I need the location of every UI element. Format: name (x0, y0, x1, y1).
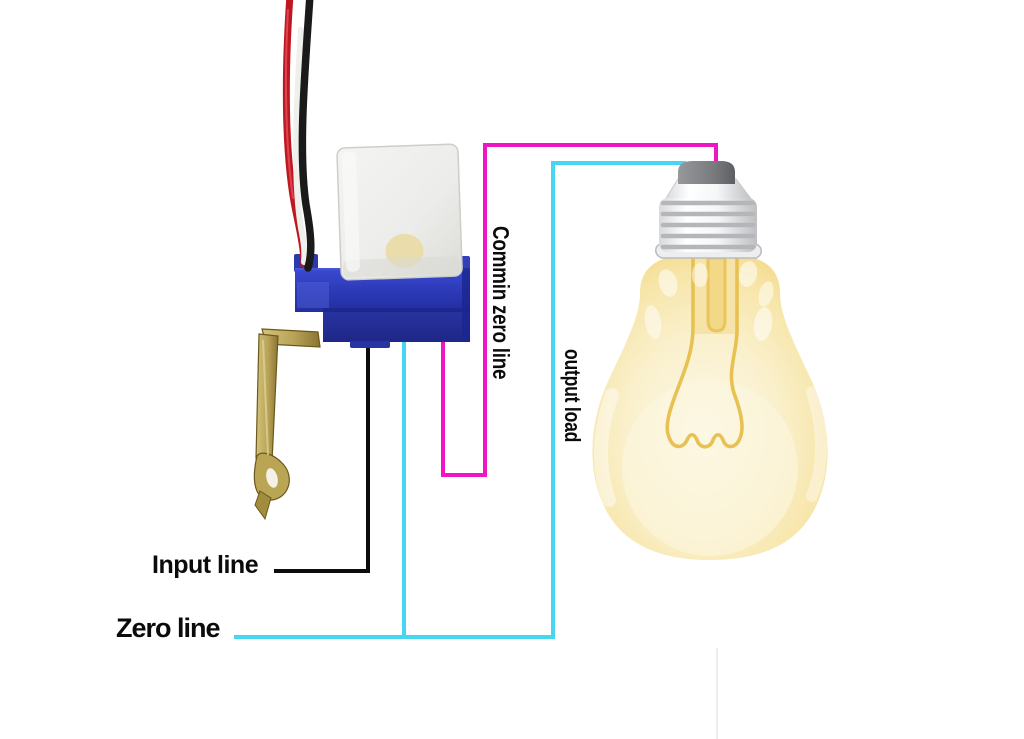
common-zero-line-wire (441, 143, 718, 477)
supply-wires (282, 0, 315, 272)
zero-line-wire (234, 161, 686, 639)
sensor-photocell-cap (336, 143, 463, 281)
label-input-line: Input line (152, 551, 259, 579)
label-commin-zero-line: Commin zero line (488, 226, 514, 380)
white-wire (293, 27, 308, 265)
mounting-bracket (253, 328, 321, 521)
bulb-glass-highlights (594, 261, 827, 507)
page-edge-line (716, 648, 718, 739)
bulb-contact-cap (678, 161, 735, 184)
bulb-screw-base (655, 161, 762, 259)
light-bulb (592, 161, 828, 560)
black-wire (298, 0, 315, 272)
input-line-wire (274, 344, 370, 573)
label-zero-line: Zero line (116, 613, 221, 643)
label-output-load: output load (560, 349, 585, 443)
